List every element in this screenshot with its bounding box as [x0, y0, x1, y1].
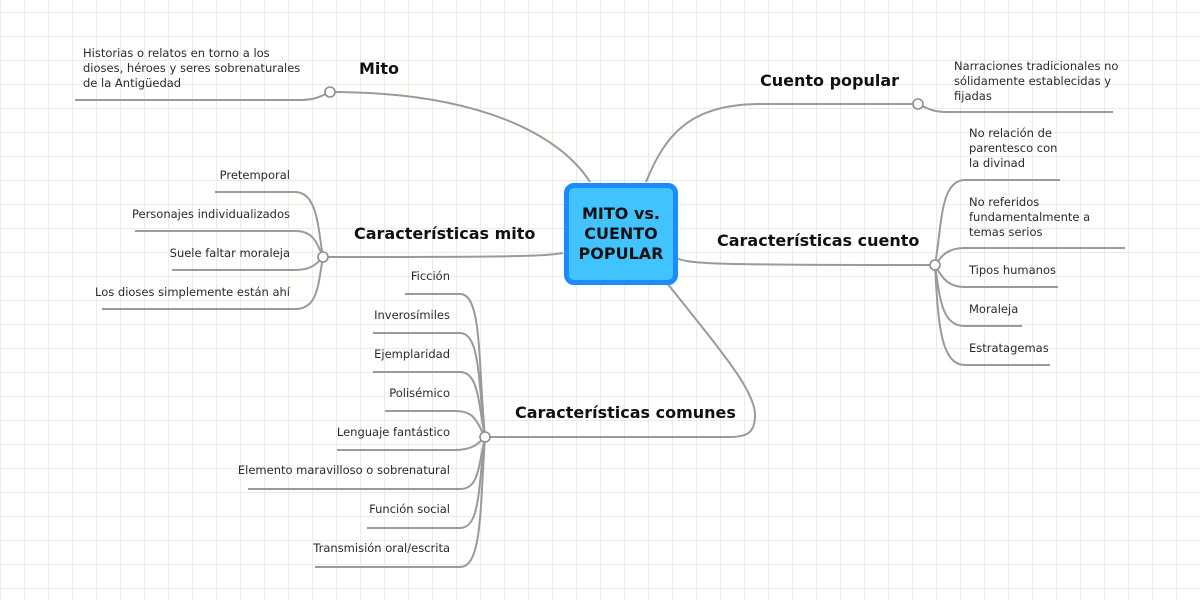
node-collapse-handle-mito[interactable]	[324, 86, 336, 98]
leaf-ccuento-moraleja[interactable]: Moraleja	[969, 302, 1019, 316]
node-collapse-handle-caracteristicas-comunes[interactable]	[479, 431, 491, 443]
leaf-cmito-personajes[interactable]: Personajes individualizados	[131, 207, 290, 221]
leaf-ccuento-tipos[interactable]: Tipos humanos	[969, 263, 1056, 277]
connector-cmito-3	[102, 256, 324, 310]
leaf-ccom-polisemico[interactable]: Polisémico	[389, 386, 450, 400]
connector-ccom-7	[315, 436, 486, 568]
leaf-cmito-moraleja[interactable]: Suele faltar moraleja	[169, 246, 290, 260]
leaf-ccom-ficcion[interactable]: Ficción	[410, 269, 450, 283]
leaf-ccom-inverosimiles[interactable]: Inverosímiles	[374, 308, 450, 322]
leaf-ccom-lenguaje[interactable]: Lenguaje fantástico	[336, 425, 450, 439]
connector-root-caracteristicas-mito	[322, 252, 564, 258]
connector-root-caracteristicas-comunes	[485, 282, 757, 438]
connector-root-cuento-popular	[645, 103, 918, 183]
connector-mito-leaf	[75, 91, 331, 101]
connector-ccom-6	[367, 436, 486, 529]
root-node[interactable]: MITO vs. CUENTO POPULAR	[564, 183, 678, 285]
topic-mito[interactable]: Mito	[359, 59, 400, 78]
leaf-cmito-dioses[interactable]: Los dioses simplemente están ahí	[95, 285, 290, 299]
node-collapse-handle-cuento-popular[interactable]	[912, 98, 924, 110]
leaf-ccuento-temas[interactable]: No referidos fundamentalmente a temas se…	[969, 195, 1091, 239]
topic-caracteristicas-mito[interactable]: Características mito	[354, 224, 536, 243]
connector-cuento-leaf	[917, 103, 1113, 113]
leaf-ccom-ejemplaridad[interactable]: Ejemplaridad	[374, 347, 450, 361]
leaf-ccom-funcion[interactable]: Función social	[369, 502, 450, 516]
connector-cmito-0	[215, 191, 324, 258]
topic-caracteristicas-cuento[interactable]: Características cuento	[717, 231, 920, 250]
leaf-cmito-pretemporal[interactable]: Pretemporal	[219, 168, 290, 182]
node-collapse-handle-caracteristicas-mito[interactable]	[317, 251, 329, 263]
topic-caracteristicas-comunes[interactable]: Características comunes	[515, 403, 736, 422]
leaf-ccom-elemento[interactable]: Elemento maravilloso o sobrenatural	[237, 463, 450, 477]
leaf-cuento-definition[interactable]: Narraciones tradicionales no sólidamente…	[954, 59, 1119, 103]
leaf-ccom-transmision[interactable]: Transmisión oral/escrita	[313, 541, 450, 555]
topic-cuento-popular[interactable]: Cuento popular	[760, 71, 900, 90]
connector-ccom-2	[373, 371, 486, 438]
connector-root-caracteristicas-cuento	[672, 256, 936, 266]
connector-root-mito	[329, 91, 591, 183]
leaf-ccuento-estratagemas[interactable]: Estratagemas	[969, 341, 1049, 355]
connector-ccuento-0	[934, 179, 1060, 266]
root-node-label: MITO vs. CUENTO POPULAR	[578, 204, 664, 263]
node-collapse-handle-caracteristicas-cuento[interactable]	[929, 259, 941, 271]
connector-ccuento-4	[934, 264, 1050, 366]
leaf-ccuento-parentesco[interactable]: No relación de parentesco con la divinad	[969, 126, 1058, 170]
connector-ccom-1	[373, 332, 486, 438]
leaf-mito-definition[interactable]: Historias o relatos en torno a los diose…	[83, 46, 301, 90]
